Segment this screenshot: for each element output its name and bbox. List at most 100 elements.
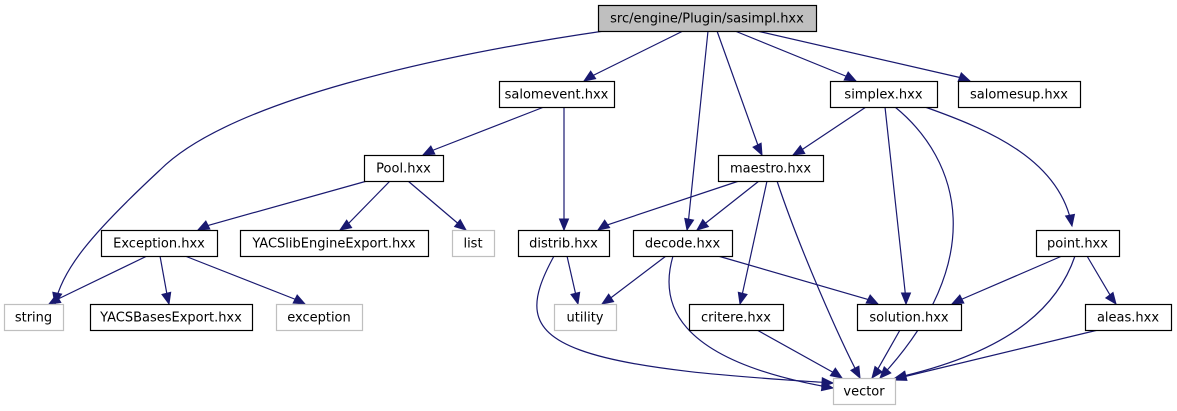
edge-pool-to-exception_hxx — [196, 180, 368, 231]
node-label: Exception.hxx — [113, 237, 205, 252]
edge-maestro-to-distrib — [596, 180, 740, 231]
edge-exception_hxx-to-exception — [184, 255, 307, 305]
edge-line — [792, 106, 867, 156]
node-box — [717, 154, 825, 183]
node-label: Pool.hxx — [376, 162, 431, 177]
node-box — [1035, 229, 1121, 258]
edge-line — [601, 255, 667, 305]
node-distrib[interactable]: distrib.hxx — [517, 229, 611, 258]
edge-line — [894, 329, 1099, 381]
node-decode[interactable]: decode.hxx — [632, 229, 734, 258]
edge-line — [756, 329, 843, 379]
node-label: string — [15, 311, 52, 326]
arrowhead-icon — [292, 294, 307, 305]
node-label: simplex.hxx — [844, 88, 922, 103]
edge-line — [54, 30, 605, 305]
node-yacslib[interactable]: YACSlibEngineExport.hxx — [239, 229, 430, 258]
edge-distrib-to-utility — [566, 255, 581, 306]
edge-maestro-to-critere — [737, 180, 768, 306]
edge-line — [668, 255, 834, 389]
node-aleas[interactable]: aleas.hxx — [1084, 303, 1173, 332]
node-list: list — [451, 229, 496, 258]
arrowhead-icon — [1064, 213, 1076, 228]
edge-line — [924, 106, 1073, 227]
edge-line — [716, 30, 763, 156]
edge-simplex-to-maestro — [791, 106, 867, 156]
edge-line — [894, 255, 1076, 379]
node-box — [89, 303, 254, 332]
node-critere[interactable]: critere.hxx — [688, 303, 785, 332]
arrowhead-icon — [596, 219, 611, 231]
arrowhead-icon — [600, 293, 615, 305]
edge-exception_hxx-to-string — [47, 255, 148, 305]
edge-aleas-to-vector — [893, 329, 1099, 381]
edge-pool-to-list — [407, 180, 468, 231]
edge-line — [696, 180, 760, 231]
node-label: point.hxx — [1047, 237, 1108, 252]
arrowhead-icon — [1104, 291, 1117, 306]
arrowhead-icon — [871, 365, 884, 380]
edge-root-to-decode — [684, 30, 709, 232]
node-box — [829, 80, 939, 109]
node-exception: exception — [275, 303, 364, 332]
node-vector: vector — [832, 377, 897, 406]
node-salomesup[interactable]: salomesup.hxx — [957, 80, 1082, 109]
edge-line — [184, 255, 306, 305]
node-label: utility — [567, 311, 604, 326]
node-solution[interactable]: solution.hxx — [856, 303, 963, 332]
arrowhead-icon — [865, 294, 880, 305]
edge-simplex-to-solution — [884, 106, 912, 306]
arrowhead-icon — [453, 218, 468, 231]
edge-root-to-string — [52, 30, 605, 306]
arrowhead-icon — [850, 365, 861, 380]
node-box — [632, 229, 734, 258]
nodes-layer: src/engine/Plugin/sasimpl.hxx salomevent.… — [3, 4, 1173, 406]
edge-line — [879, 106, 954, 379]
edge-line — [197, 180, 368, 231]
node-maestro[interactable]: maestro.hxx — [717, 154, 825, 183]
edge-decode-to-vector — [668, 255, 835, 392]
node-label: aleas.hxx — [1097, 311, 1159, 326]
node-box — [363, 154, 445, 183]
node-label: src/engine/Plugin/sasimpl.hxx — [610, 12, 804, 27]
node-pool[interactable]: Pool.hxx — [363, 154, 445, 183]
node-box — [832, 377, 897, 406]
node-box — [451, 229, 496, 258]
node-label: salomevent.hxx — [505, 88, 609, 103]
node-label: YACSBasesExport.hxx — [99, 311, 242, 326]
arrowhead-icon — [791, 144, 806, 156]
node-label: critere.hxx — [701, 311, 771, 326]
arrowhead-icon — [843, 71, 858, 82]
edge-line — [739, 180, 768, 305]
edge-simplex-to-vector — [879, 106, 954, 379]
edge-line — [422, 106, 545, 156]
node-string: string — [3, 303, 65, 332]
arrowhead-icon — [893, 371, 908, 381]
arrowhead-icon — [570, 291, 581, 306]
node-box — [275, 303, 364, 332]
node-box — [100, 229, 219, 258]
node-label: salomesup.hxx — [970, 88, 1068, 103]
arrowhead-icon — [829, 367, 844, 379]
node-utility: utility — [553, 303, 618, 332]
node-simplex[interactable]: simplex.hxx — [829, 80, 939, 109]
edge-root-to-salomesup — [756, 30, 972, 82]
node-exception_hxx[interactable]: Exception.hxx — [100, 229, 219, 258]
edge-point-to-aleas — [1086, 255, 1117, 306]
arrowhead-icon — [684, 217, 695, 232]
edge-line — [583, 30, 684, 82]
edge-line — [756, 30, 971, 82]
edge-maestro-to-vector — [776, 180, 861, 380]
node-label: list — [463, 237, 482, 252]
edge-simplex-to-point — [924, 106, 1076, 228]
node-salomevent[interactable]: salomevent.hxx — [498, 80, 616, 109]
edge-line — [951, 255, 1063, 305]
node-yacsbases[interactable]: YACSBasesExport.hxx — [89, 303, 254, 332]
node-root[interactable]: src/engine/Plugin/sasimpl.hxx — [597, 4, 818, 33]
node-box — [597, 4, 818, 33]
node-label: exception — [287, 311, 351, 326]
edge-line — [776, 180, 861, 379]
edge-line — [597, 180, 740, 231]
arrowhead-icon — [582, 70, 597, 82]
node-point[interactable]: point.hxx — [1035, 229, 1121, 258]
